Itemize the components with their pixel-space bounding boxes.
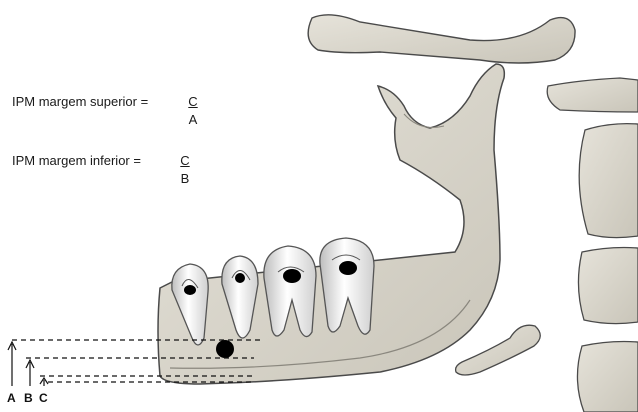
vertebra-3 — [578, 248, 638, 324]
vertebra-2 — [579, 124, 638, 238]
zygomatic-arch — [308, 15, 575, 63]
vertebra-1 — [547, 78, 638, 112]
arrow-a — [8, 342, 16, 386]
lesion-dot — [216, 340, 234, 358]
arrow-c — [40, 378, 48, 386]
formula-lower-denominator: B — [178, 171, 192, 186]
formula-lower-numerator: C — [178, 153, 192, 168]
arrow-b — [26, 360, 34, 386]
marker-a: A — [7, 391, 16, 405]
marker-c: C — [39, 391, 48, 405]
formula-upper-numerator: C — [186, 94, 200, 109]
formula-lower-label: IPM margem inferior = — [12, 153, 141, 168]
formula-upper-label: IPM margem superior = — [12, 94, 148, 109]
vertebra-4 — [577, 342, 638, 412]
formula-upper-denominator: A — [186, 112, 200, 127]
marker-b: B — [24, 391, 33, 405]
mandible — [158, 64, 504, 384]
